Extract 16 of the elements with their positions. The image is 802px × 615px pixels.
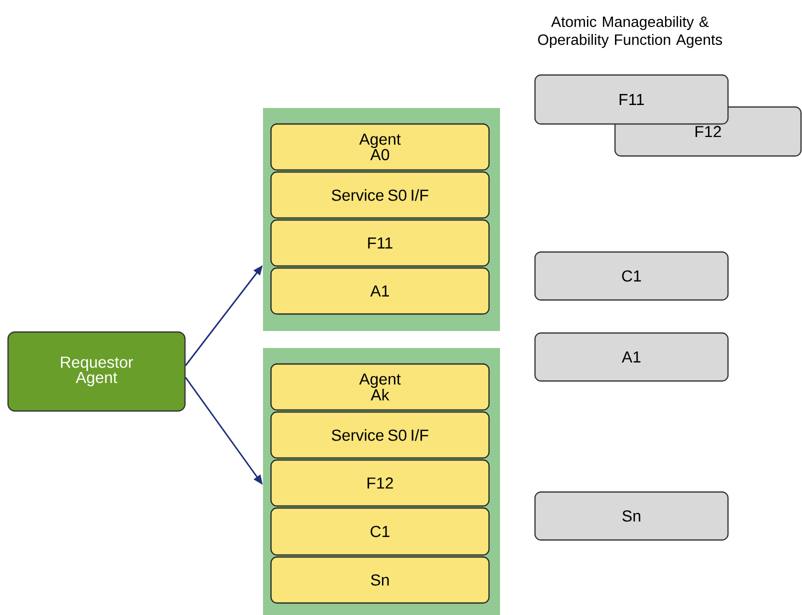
layer-box: F11 (270, 219, 490, 267)
heading: Atomic Manageability & Operability Function Agents (538, 16, 722, 48)
layer-box: F12 (270, 459, 490, 507)
agent-box: Requestor Agent (7, 331, 186, 412)
layer-box: A1 (270, 267, 490, 315)
function-agent-box: F11 (534, 74, 729, 125)
node-label: F12 (696, 126, 721, 138)
function-agent-box: Sn (534, 491, 729, 541)
layer-box: Service S0 I/F (270, 411, 490, 459)
layer-box: Agent Ak (270, 363, 490, 411)
layer-box: Service S0 I/F (270, 171, 490, 219)
layer-box: Agent A0 (270, 123, 490, 171)
layer-box: Sn (270, 556, 490, 604)
layer-box: C1 (270, 507, 490, 556)
function-agent-box: C1 (534, 251, 729, 301)
function-agent-box: A1 (534, 332, 729, 382)
